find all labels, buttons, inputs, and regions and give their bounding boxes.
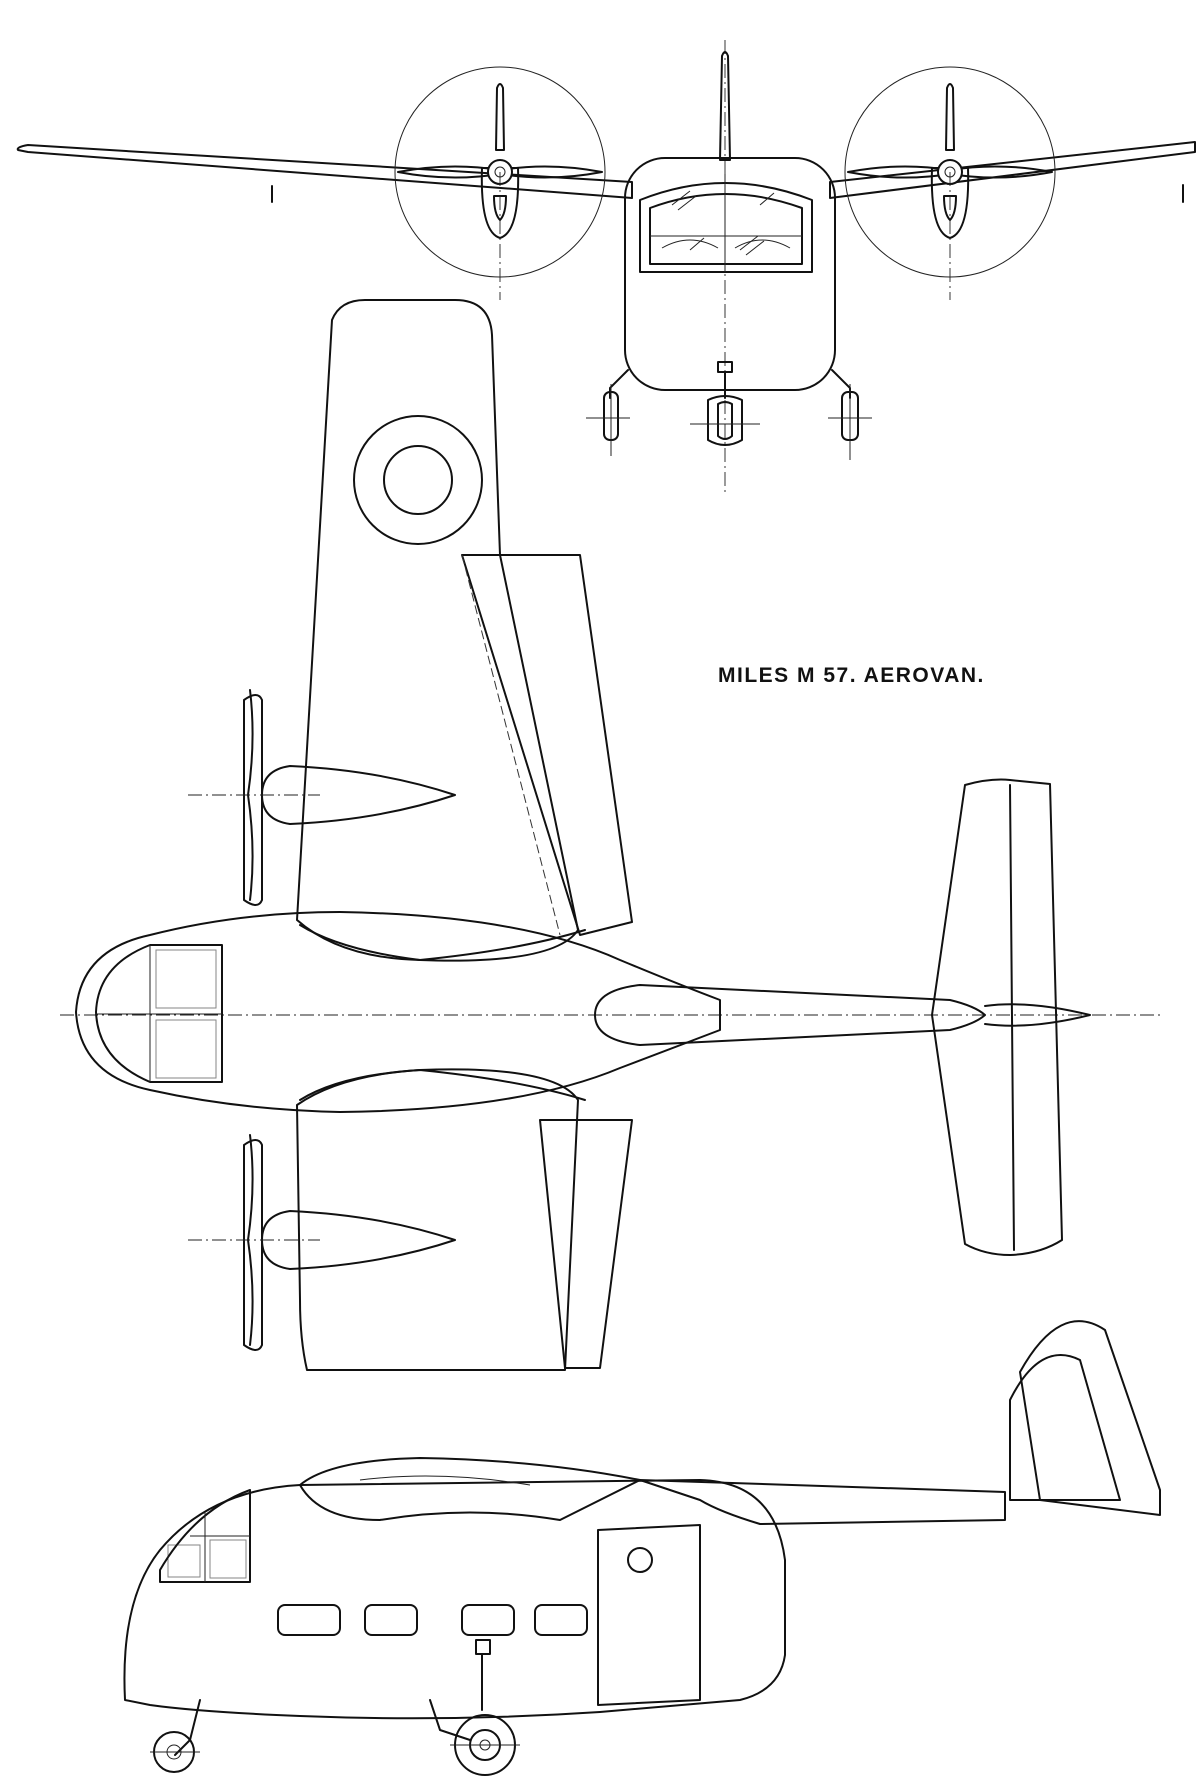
side-fin-forward — [1009, 1354, 1121, 1501]
front-view — [16, 40, 1196, 492]
front-wing-left — [16, 144, 633, 199]
side-rear-door — [597, 1524, 701, 1706]
plan-flap-upper — [461, 554, 633, 936]
front-engine-right — [844, 66, 1056, 300]
side-cabin-window-4 — [534, 1604, 588, 1636]
plan-engine-lower — [188, 1134, 456, 1351]
side-fin — [1019, 1320, 1161, 1516]
side-wing-section — [299, 1457, 641, 1521]
side-porthole — [627, 1547, 653, 1573]
roundel-inner — [383, 445, 453, 515]
side-cabin-window-1 — [277, 1604, 341, 1636]
plan-fuselage — [75, 911, 721, 1113]
side-main-gear — [429, 1639, 520, 1776]
roundel-outer — [353, 415, 483, 545]
plan-wing-upper — [296, 299, 579, 962]
side-nose-gear — [150, 1699, 201, 1773]
front-engine-left — [394, 66, 606, 300]
side-cockpit-window — [159, 1489, 251, 1583]
side-cabin-window-2 — [364, 1604, 418, 1636]
side-fuselage — [123, 1479, 786, 1720]
side-view — [123, 1320, 1161, 1776]
front-fuselage — [624, 157, 836, 391]
plan-flap-lower — [539, 1119, 633, 1369]
side-cabin-window-3 — [461, 1604, 515, 1636]
plan-view — [60, 299, 1160, 1371]
plan-wing-lower — [296, 1068, 579, 1371]
front-windscreen — [639, 182, 813, 273]
front-fin — [719, 51, 731, 161]
plan-tail-boom — [594, 984, 986, 1046]
plan-tailplane — [931, 778, 1063, 1256]
plan-engine-upper — [188, 689, 456, 906]
front-landing-gear — [586, 361, 872, 460]
front-wing-right — [829, 141, 1196, 199]
drawing-title: MILES M 57. AEROVAN. — [718, 664, 985, 687]
side-tail-boom — [639, 1479, 1006, 1525]
